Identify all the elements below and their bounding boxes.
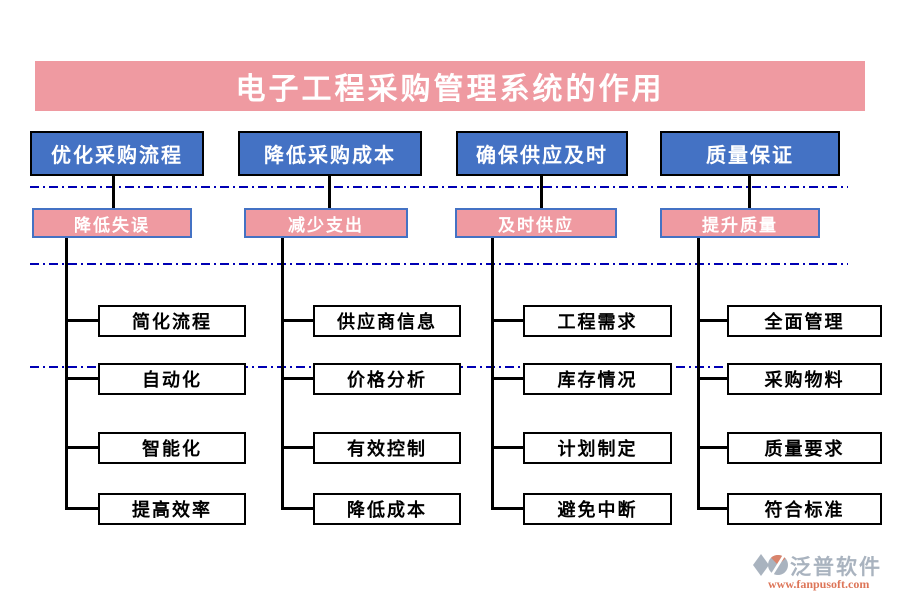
stub-line-col2-2 [281, 377, 313, 380]
feature-box-2-2: 价格分析 [313, 363, 461, 395]
stub-line-col1-2 [65, 377, 98, 380]
stub-line-col2-4 [281, 507, 313, 510]
connector-line-col1 [112, 176, 115, 208]
stub-line-col3-2 [491, 377, 523, 380]
stub-line-col1-1 [65, 319, 98, 322]
feature-box-3-2: 库存情况 [523, 363, 672, 395]
feature-box-3-4: 避免中断 [523, 493, 672, 525]
stub-line-col1-4 [65, 507, 98, 510]
fanpu-logo-mark [753, 553, 788, 577]
feature-box-1-2: 自动化 [98, 363, 246, 395]
feature-box-4-1: 全面管理 [727, 305, 882, 337]
feature-box-1-4: 提高效率 [98, 493, 246, 525]
dashed-separator-1 [30, 186, 848, 188]
stub-line-col2-1 [281, 319, 313, 322]
trunk-line-col2 [281, 238, 284, 510]
stub-line-col4-4 [697, 507, 727, 510]
outcome-box-1: 降低失误 [32, 208, 192, 238]
stub-line-col3-3 [491, 446, 523, 449]
connector-line-col2 [328, 176, 331, 208]
feature-box-2-3: 有效控制 [313, 432, 461, 464]
page-title: 电子工程采购管理系统的作用 [35, 61, 865, 111]
feature-box-1-1: 简化流程 [98, 305, 246, 337]
feature-box-3-1: 工程需求 [523, 305, 672, 337]
feature-box-3-3: 计划制定 [523, 432, 672, 464]
stub-line-col3-4 [491, 507, 523, 510]
outcome-box-4: 提升质量 [660, 208, 820, 238]
stub-line-col1-3 [65, 446, 98, 449]
trunk-line-col3 [491, 238, 494, 510]
dashed-separator-2 [30, 263, 848, 265]
benefit-box-1: 优化采购流程 [30, 131, 204, 176]
feature-box-4-2: 采购物料 [727, 363, 882, 395]
stub-line-col2-3 [281, 446, 313, 449]
trunk-line-col1 [65, 238, 68, 510]
brand-logo-icon [752, 549, 790, 579]
feature-box-2-1: 供应商信息 [313, 305, 461, 337]
feature-box-4-3: 质量要求 [727, 432, 882, 464]
benefit-box-2: 降低采购成本 [238, 131, 422, 176]
stub-line-col4-2 [697, 377, 727, 380]
brand-website-url: www.fanpusoft.com [768, 577, 870, 591]
benefit-box-4: 质量保证 [660, 131, 840, 176]
connector-line-col3 [540, 176, 543, 208]
feature-box-2-4: 降低成本 [313, 493, 461, 525]
connector-line-col4 [748, 176, 751, 208]
brand-company-name: 泛普软件 [790, 556, 882, 579]
feature-box-1-3: 智能化 [98, 432, 246, 464]
feature-box-4-4: 符合标准 [727, 493, 882, 525]
trunk-line-col4 [697, 238, 700, 510]
outcome-box-3: 及时供应 [455, 208, 617, 238]
benefit-box-3: 确保供应及时 [456, 131, 628, 176]
stub-line-col3-1 [491, 319, 523, 322]
stub-line-col4-3 [697, 446, 727, 449]
outcome-box-2: 减少支出 [244, 208, 408, 238]
stub-line-col4-1 [697, 319, 727, 322]
